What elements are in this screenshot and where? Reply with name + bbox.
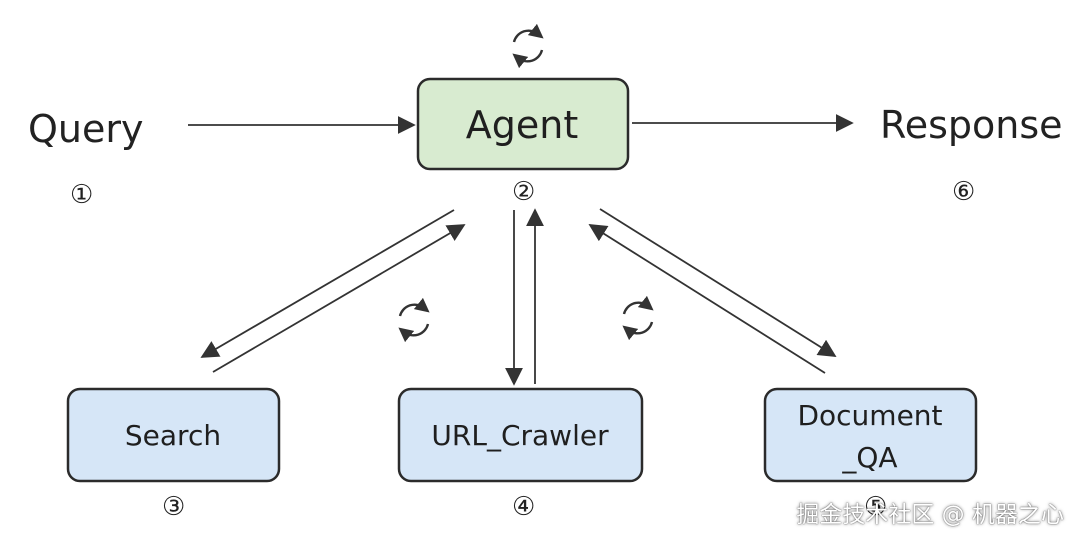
step-1-label: ①	[70, 180, 93, 210]
step-2-label: ②	[512, 177, 535, 207]
step-4-label: ④	[512, 492, 535, 522]
search-to-agent-arrow	[212, 224, 466, 373]
search-node	[66, 387, 281, 483]
search-label: Search	[125, 419, 221, 452]
document-qa-label-line1: Document	[797, 399, 942, 432]
cycle-icon	[512, 23, 544, 69]
agent-node	[416, 77, 630, 171]
url-crawler-label: URL_Crawler	[431, 419, 609, 452]
document-qa-node	[763, 387, 978, 483]
step-3-label: ③	[162, 492, 185, 522]
document-qa-to-agent-arrow	[588, 224, 826, 374]
step-6-label: ⑥	[952, 177, 975, 207]
cycle-icon	[622, 295, 654, 341]
watermark: 掘金技术社区 @ 机器之心	[796, 502, 1064, 528]
document-qa-label-line2: _QA	[841, 441, 897, 474]
agent-to-document-qa-arrow	[599, 208, 837, 357]
url-crawler-node	[397, 387, 644, 483]
step-5-label: ⑤	[864, 492, 887, 522]
agent-to-search-arrow	[200, 209, 455, 358]
response-label: Response	[880, 103, 1063, 147]
query-label: Query	[28, 107, 143, 151]
agent-label: Agent	[466, 103, 578, 147]
cycle-icon	[398, 297, 430, 343]
